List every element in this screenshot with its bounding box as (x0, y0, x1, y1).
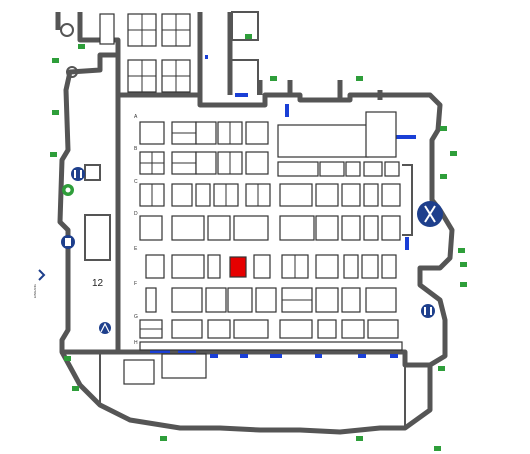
outer-walls (55, 11, 455, 435)
exit-sign-icon (440, 126, 447, 131)
row-label-e: E (134, 246, 138, 252)
exit-sign-icon (64, 356, 71, 361)
exit-sign-icon (460, 262, 467, 267)
large-stand (277, 124, 369, 158)
exit-sign-icon (434, 446, 441, 451)
exit-sign-icon (460, 282, 467, 287)
staircase-icon (60, 23, 78, 78)
row-labels: A B C D E F G H (134, 114, 138, 346)
row-label-g: G (134, 314, 138, 320)
entrance-arrow-icon (38, 269, 46, 281)
exit-sign-icon (245, 34, 252, 39)
information-icon (99, 322, 111, 334)
exit-sign-icon (52, 110, 59, 115)
exit-sign-icon (438, 366, 445, 371)
row-label-d: D (134, 211, 138, 217)
exit-sign-icon (458, 248, 465, 253)
restaurant-icon (417, 201, 443, 227)
exit-sign-icon (52, 58, 59, 63)
row-label-f: F (134, 281, 137, 287)
exit-sign-icon (440, 174, 447, 179)
row-label-a: A (134, 114, 138, 120)
exit-sign-icon (270, 76, 277, 81)
exit-sign-icon (72, 386, 79, 391)
highlighted-booth[interactable] (229, 256, 247, 278)
booth-grid (123, 121, 403, 385)
restroom-icon (71, 167, 85, 181)
doors (150, 55, 416, 358)
row-label-b: B (134, 146, 138, 152)
exit-sign-icon (50, 152, 57, 157)
row-label-h: H (134, 340, 138, 346)
exit-sign-icon (450, 151, 457, 156)
wheelchair-icon (62, 184, 74, 196)
large-stand-extension (365, 111, 397, 158)
entrance-label: EINGANG (33, 283, 37, 298)
hall-number: 12 (92, 278, 104, 289)
exit-sign-icon (78, 44, 85, 49)
exit-sign-icon (356, 76, 363, 81)
elevator-icon (61, 235, 75, 249)
restroom-icon-lower (421, 304, 435, 318)
exit-sign-icon (160, 436, 167, 441)
row-label-c: C (134, 179, 138, 185)
exit-sign-icon (356, 436, 363, 441)
exit-sign-icon (50, 34, 467, 451)
booth-blocks-top (99, 13, 191, 93)
